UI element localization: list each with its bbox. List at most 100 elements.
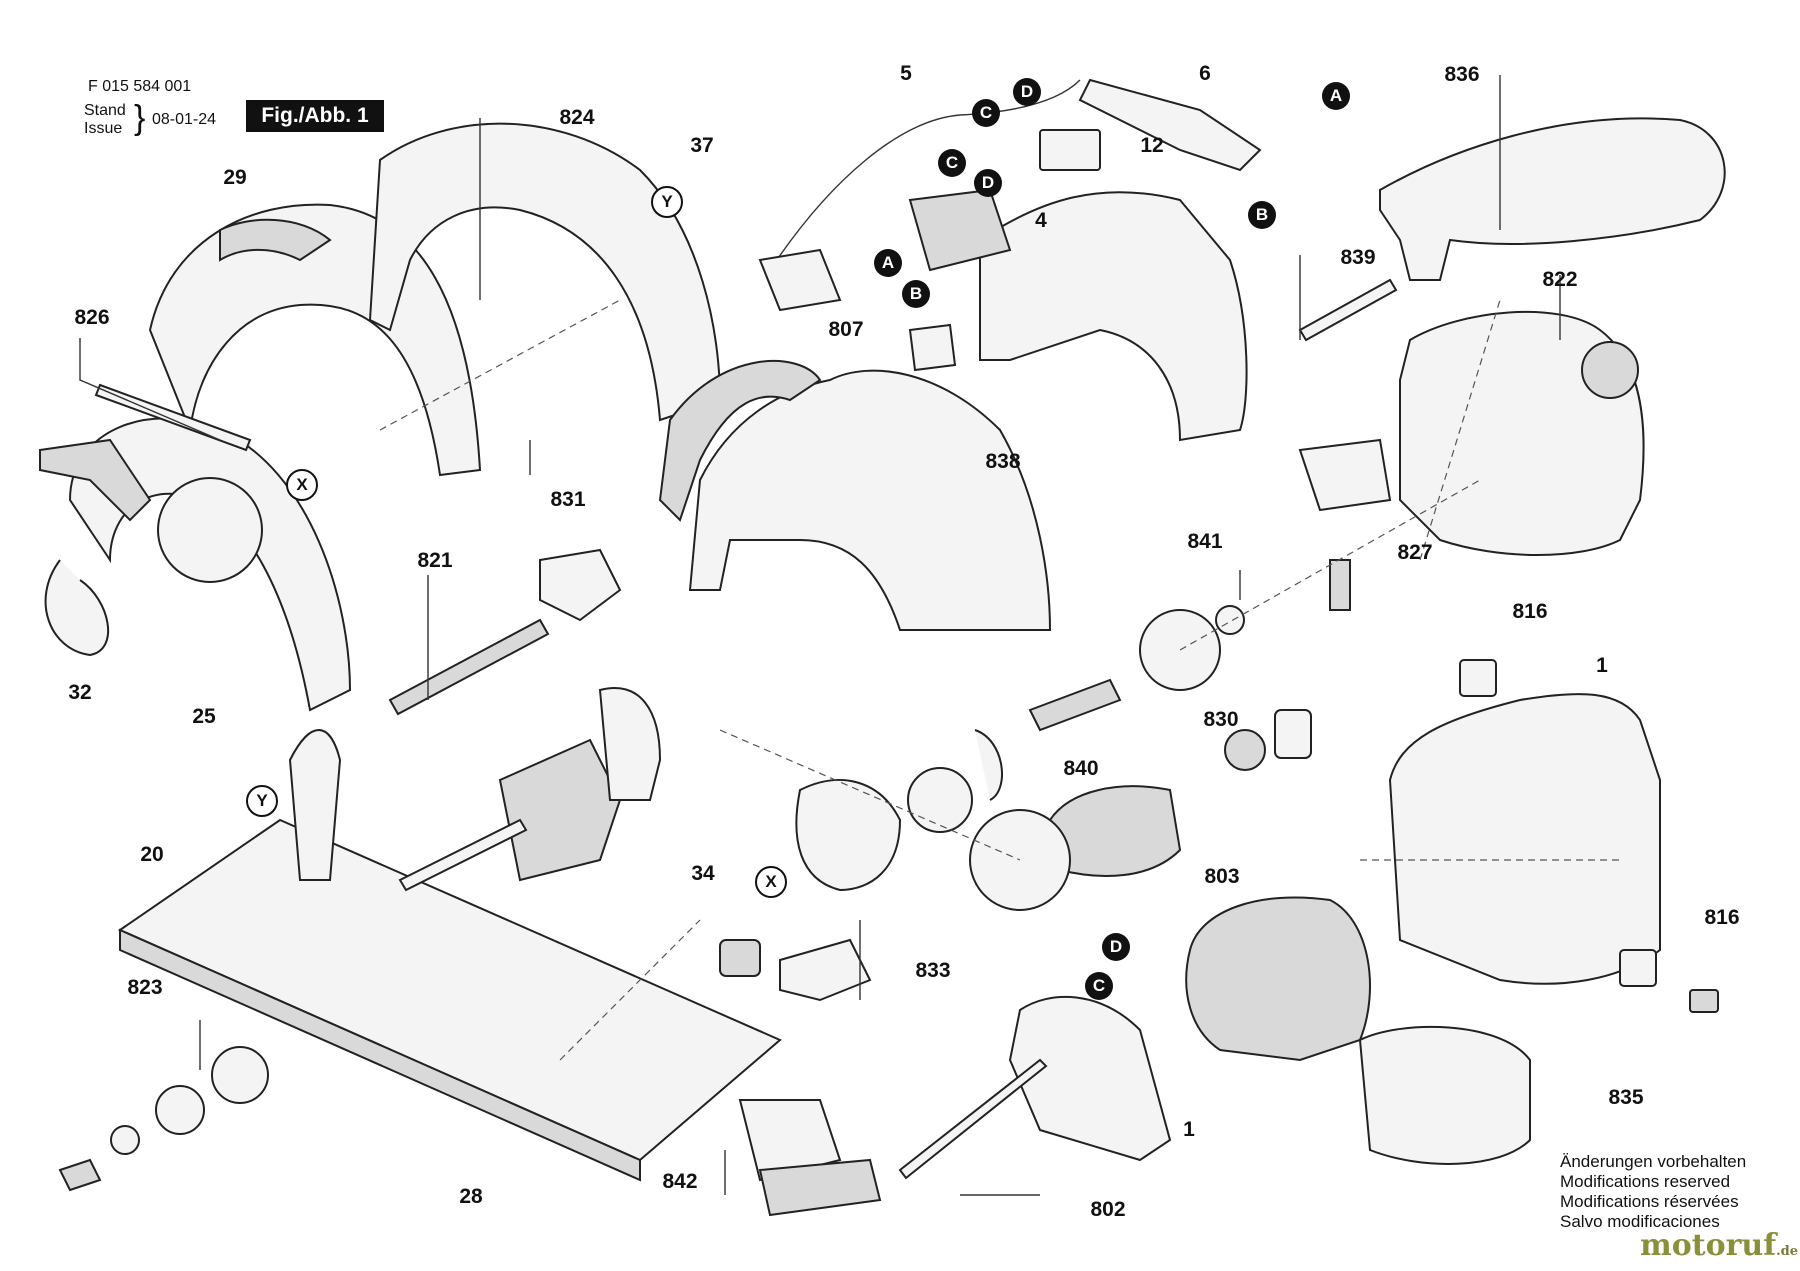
part-number-840: 840 bbox=[1063, 757, 1099, 780]
support-plate-34 bbox=[598, 687, 662, 801]
cord-sleeve bbox=[1078, 78, 1262, 172]
part-number-826: 826 bbox=[74, 306, 110, 329]
alignment-line-5 bbox=[1419, 299, 1501, 561]
depth-bracket bbox=[498, 738, 622, 882]
reference-y-guard: Y bbox=[651, 186, 683, 218]
note-german: Änderungen vorbehalten bbox=[1560, 1152, 1747, 1171]
pivot-bolt bbox=[398, 818, 528, 892]
upper-blade-guard-inner bbox=[219, 218, 332, 262]
note-english: Modifications reserved bbox=[1560, 1172, 1731, 1191]
watermark-logo: motoruf.de bbox=[1640, 1228, 1798, 1263]
brush-holder-816b bbox=[1619, 949, 1657, 987]
brace: } bbox=[134, 99, 146, 137]
field-stator bbox=[1185, 896, 1371, 1062]
leader-826 bbox=[79, 338, 221, 441]
switch bbox=[908, 188, 1012, 272]
part-number-25: 25 bbox=[192, 705, 216, 728]
note-spanish: Salvo modificaciones bbox=[1560, 1212, 1720, 1231]
bearing-sleeve bbox=[1274, 709, 1312, 759]
part-number-839: 839 bbox=[1340, 246, 1376, 269]
connector-c-switch: C bbox=[938, 149, 966, 177]
part-number-831: 831 bbox=[550, 488, 586, 511]
washer-841 bbox=[1215, 605, 1245, 635]
power-cord bbox=[769, 79, 1081, 271]
top-handle bbox=[1379, 117, 1726, 281]
rear-cap bbox=[1358, 1025, 1531, 1165]
part-number-821: 821 bbox=[417, 549, 453, 572]
end-shield bbox=[1008, 995, 1172, 1162]
bearing-803 bbox=[1224, 729, 1266, 771]
part-number-5: 5 bbox=[900, 62, 912, 85]
base-plate-front-edge bbox=[119, 928, 641, 1182]
retaining-ring bbox=[44, 559, 109, 657]
armature bbox=[1048, 785, 1182, 877]
part-number-32: 32 bbox=[68, 681, 92, 704]
part-number-28: 28 bbox=[459, 1185, 483, 1208]
part-number-1a: 1 bbox=[1596, 654, 1608, 677]
part-number-841: 841 bbox=[1187, 530, 1223, 553]
connector-a-cord: A bbox=[1322, 82, 1350, 110]
connector-c-top: C bbox=[972, 99, 1000, 127]
part-number-822: 822 bbox=[1542, 268, 1578, 291]
plug bbox=[758, 248, 842, 312]
circlip-840 bbox=[974, 729, 1003, 801]
guard-lever bbox=[39, 438, 152, 522]
connector-d-top: D bbox=[1013, 78, 1041, 106]
bevel-bracket bbox=[288, 729, 342, 881]
part-number-827: 827 bbox=[1397, 541, 1433, 564]
watermark-suffix: .de bbox=[1776, 1244, 1799, 1259]
connector-b-switch: B bbox=[902, 280, 930, 308]
part-number-34: 34 bbox=[691, 862, 715, 885]
bearing-840 bbox=[907, 767, 973, 833]
parallel-guide bbox=[738, 1099, 842, 1182]
clamp-lever-833 bbox=[779, 938, 872, 1002]
part-number-12: 12 bbox=[1140, 134, 1164, 157]
modification-notes: Änderungen vorbehalten Modifications res… bbox=[1560, 1152, 1746, 1232]
part-number-835: 835 bbox=[1608, 1086, 1644, 1109]
brush-holder-816a bbox=[1459, 659, 1497, 697]
part-number-838: 838 bbox=[985, 450, 1021, 473]
spindle-lock bbox=[1298, 438, 1392, 512]
cord-clamp bbox=[908, 323, 957, 372]
connector-d-switch: D bbox=[974, 169, 1002, 197]
handle-frame bbox=[979, 191, 1248, 442]
guide-clamp bbox=[758, 1158, 882, 1217]
washer-823-large bbox=[211, 1046, 269, 1104]
part-number-803: 803 bbox=[1204, 865, 1240, 888]
handle-grip bbox=[658, 359, 822, 522]
part-number-6: 6 bbox=[1199, 62, 1211, 85]
part-number-842: 842 bbox=[662, 1170, 698, 1193]
reference-y-base: Y bbox=[246, 785, 278, 817]
issue-label: Issue bbox=[84, 120, 123, 137]
issue-date: 08-01-24 bbox=[152, 111, 217, 128]
part-number-830: 830 bbox=[1203, 708, 1239, 731]
eccentric-833 bbox=[719, 939, 761, 977]
watermark-text: motoruf bbox=[1640, 1228, 1777, 1263]
washer-823-mid bbox=[155, 1085, 205, 1135]
part-number-20: 20 bbox=[140, 843, 164, 866]
part-number-4: 4 bbox=[1035, 209, 1047, 232]
motor-housing bbox=[1388, 693, 1661, 985]
handle-housing bbox=[688, 369, 1052, 631]
part-number-816b: 816 bbox=[1704, 906, 1740, 929]
alignment-line-1 bbox=[379, 299, 621, 431]
clamp-lever-821 bbox=[539, 548, 622, 622]
washer-823-small bbox=[110, 1125, 140, 1155]
figure-label: Fig./Abb. 1 bbox=[246, 100, 384, 132]
carbon-brush-816b bbox=[1689, 989, 1719, 1013]
connector-b-cord: B bbox=[1248, 201, 1276, 229]
stand-label: Stand bbox=[84, 102, 126, 119]
document-number: F 015 584 001 bbox=[88, 78, 192, 95]
part-number-37: 37 bbox=[690, 134, 714, 157]
note-french: Modifications réservées bbox=[1560, 1192, 1739, 1211]
connector-c-stator: C bbox=[1085, 972, 1113, 1000]
suppressor bbox=[1039, 129, 1101, 171]
part-number-802: 802 bbox=[1090, 1198, 1126, 1221]
part-number-823: 823 bbox=[127, 976, 163, 999]
flange-bolt bbox=[58, 1158, 102, 1192]
alignment-line-6 bbox=[559, 919, 701, 1061]
connector-d-stator: D bbox=[1102, 933, 1130, 961]
part-number-836: 836 bbox=[1444, 63, 1480, 86]
part-number-816a: 816 bbox=[1512, 600, 1548, 623]
